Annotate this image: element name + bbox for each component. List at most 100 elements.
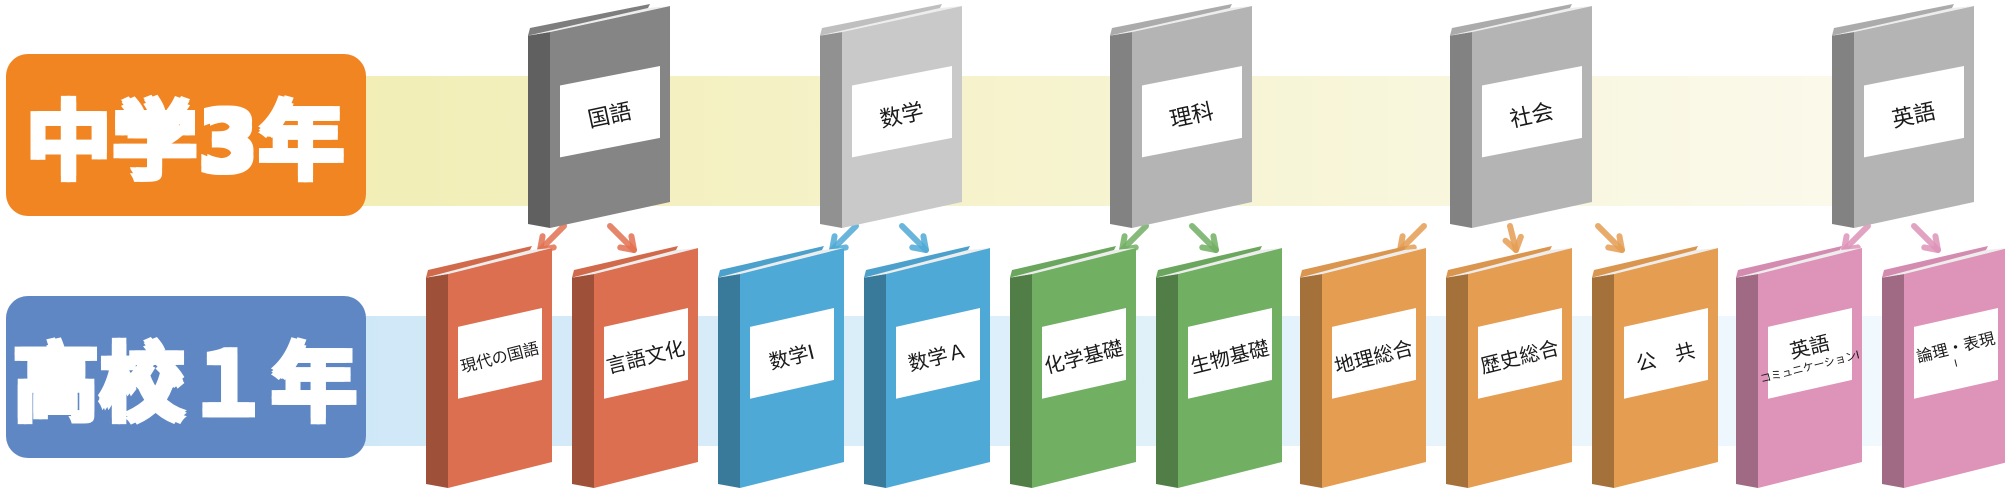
senior-book-spine — [864, 274, 886, 488]
senior-book-top-edge — [1882, 246, 1988, 278]
senior-book-top-edge — [572, 246, 678, 278]
senior-book-top-edge — [1446, 246, 1552, 278]
senior-book-top-edge — [1736, 246, 1842, 278]
junior-book-pages — [1832, 6, 1974, 36]
senior-book-sublabel: Ⅰ — [1953, 358, 1959, 369]
junior-book-3: 社会 — [1450, 4, 1592, 228]
transition-arrow-8 — [1595, 223, 1625, 253]
arrows-layer — [537, 223, 1941, 253]
senior-book-label-plate — [458, 308, 542, 399]
junior-book-label-plate — [1482, 66, 1582, 158]
junior-book-1: 数学 — [820, 4, 962, 228]
senior-book-spine — [1300, 274, 1322, 488]
senior-row-label-text: 高校１年 — [12, 333, 358, 434]
senior-book-8: 公 共 — [1592, 246, 1718, 488]
transition-arrow-9 — [1841, 223, 1871, 253]
junior-book-top-edge — [528, 4, 650, 36]
junior-book-spine — [1832, 32, 1854, 228]
senior-book-spine — [1010, 274, 1032, 488]
junior-book-top-edge — [1450, 4, 1572, 36]
senior-book-label-plate — [1042, 308, 1126, 399]
junior-book-label-plate — [1142, 66, 1242, 158]
senior-book-pages — [1882, 248, 2005, 278]
senior-book-pages — [864, 248, 990, 278]
senior-book-top-edge — [864, 246, 970, 278]
senior-book-pages — [1010, 248, 1136, 278]
transition-arrow-1 — [607, 223, 637, 253]
senior-book-1: 言語文化 — [572, 246, 698, 488]
junior-book-spine — [1450, 32, 1472, 228]
senior-book-spine — [1736, 274, 1758, 488]
senior-book-top-edge — [1300, 246, 1406, 278]
senior-book-4: 化学基礎 — [1010, 246, 1136, 488]
senior-book-label-plate — [1768, 308, 1852, 399]
senior-book-spine — [1592, 274, 1614, 488]
junior-book-2: 理科 — [1110, 4, 1252, 228]
junior-book-pages — [1450, 6, 1592, 36]
junior-book-spine — [528, 32, 550, 228]
senior-book-6: 地理総合 — [1300, 246, 1426, 488]
transition-arrow-2 — [829, 223, 859, 253]
senior-book-2: 数学Ⅰ — [718, 246, 844, 488]
transition-arrow-5 — [1189, 223, 1219, 253]
junior-book-4: 英語 — [1832, 4, 1974, 228]
senior-book-top-edge — [426, 246, 532, 278]
senior-book-spine — [572, 274, 594, 488]
senior-book-label-plate — [604, 308, 688, 399]
senior-book-10: 論理・表現Ⅰ — [1882, 246, 2005, 488]
senior-book-0: 現代の国語 — [426, 246, 552, 488]
senior-book-label-plate — [1188, 308, 1272, 399]
transition-arrow-0 — [537, 223, 567, 253]
junior-book-spine — [1110, 32, 1132, 228]
senior-book-spine — [1446, 274, 1468, 488]
senior-book-pages — [1446, 248, 1572, 278]
transition-arrow-6 — [1397, 223, 1427, 253]
senior-book-pages — [572, 248, 698, 278]
junior-book-pages — [1110, 6, 1252, 36]
senior-book-pages — [1592, 248, 1718, 278]
senior-book-label-plate — [1914, 308, 1998, 399]
senior-book-label-plate — [896, 308, 980, 399]
senior-book-top-edge — [1592, 246, 1698, 278]
junior-book-top-edge — [820, 4, 942, 36]
junior-book-spine — [820, 32, 842, 228]
junior-row-label: 中学3年 — [6, 54, 366, 216]
senior-book-pages — [1736, 248, 1862, 278]
senior-book-spine — [718, 274, 740, 488]
transition-arrow-3 — [899, 223, 929, 253]
junior-book-top-edge — [1110, 4, 1232, 36]
junior-book-label-plate — [852, 66, 952, 158]
junior-row-label-text: 中学3年 — [25, 91, 346, 192]
junior-book-pages — [528, 6, 670, 36]
senior-book-top-edge — [1156, 246, 1262, 278]
senior-book-label-plate — [1624, 308, 1708, 399]
senior-book-spine — [1156, 274, 1178, 488]
senior-row-label: 高校１年 — [6, 296, 366, 458]
senior-book-label-plate — [750, 308, 834, 399]
senior-book-spine — [1882, 274, 1904, 488]
senior-book-spine — [426, 274, 448, 488]
transition-arrow-7 — [1502, 223, 1524, 253]
senior-book-label-plate — [1478, 308, 1562, 399]
senior-book-pages — [718, 248, 844, 278]
junior-book-pages — [820, 6, 962, 36]
junior-book-label-plate — [1864, 66, 1964, 158]
junior-book-top-edge — [1832, 4, 1954, 36]
senior-book-pages — [1156, 248, 1282, 278]
senior-book-5: 生物基礎 — [1156, 246, 1282, 488]
transition-arrow-10 — [1911, 223, 1941, 253]
senior-book-top-edge — [1010, 246, 1116, 278]
senior-book-pages — [1300, 248, 1426, 278]
junior-book-0: 国語 — [528, 4, 670, 228]
transition-arrow-4 — [1119, 223, 1149, 253]
senior-book-7: 歴史総合 — [1446, 246, 1572, 488]
senior-book-pages — [426, 248, 552, 278]
junior-books-layer: 国語数学理科社会 英語 — [528, 4, 1974, 228]
junior-book-label-plate — [560, 66, 660, 158]
senior-book-3: 数学Ａ — [864, 246, 990, 488]
senior-book-label-plate — [1332, 308, 1416, 399]
